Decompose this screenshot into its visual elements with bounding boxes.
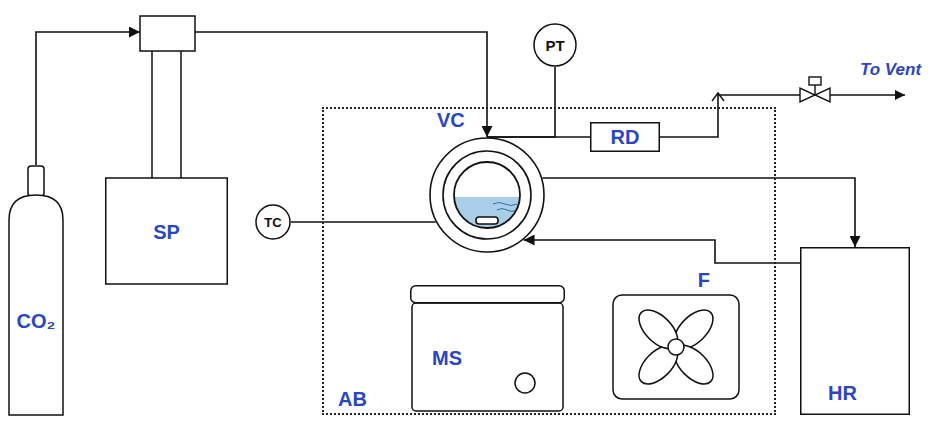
rupture-disc: RD: [590, 122, 660, 152]
air-bath: VC RD MS F AB: [322, 107, 776, 415]
vent-pipe: [660, 95, 800, 137]
node-label: F: [698, 270, 710, 290]
pipe-connector: [195, 32, 487, 137]
flow-mark: [712, 93, 724, 101]
pipe-connector: [487, 67, 555, 137]
pipe-connector: [542, 178, 855, 247]
solenoid-valve: [800, 77, 830, 102]
node-label: TC: [264, 216, 281, 229]
magnetic-stirrer: MS: [410, 285, 565, 412]
fan: F: [612, 270, 740, 400]
node-label: PT: [545, 38, 564, 53]
syringe-pump-outline: [105, 15, 228, 285]
node-label: SP: [153, 222, 180, 242]
pressure-transducer: PT: [533, 23, 577, 67]
node-label: CO₂: [17, 311, 56, 331]
gas-cylinder: CO₂: [8, 165, 64, 417]
heater-recirculator: HR: [800, 247, 910, 415]
node-label: HR: [828, 383, 857, 403]
syringe-pump: SP: [105, 15, 228, 285]
view-cell: VC: [429, 108, 545, 254]
pipe-connector: [36, 32, 140, 165]
gas-cylinder-outline: [8, 165, 64, 417]
pipe-connector: [487, 136, 590, 138]
pipe-connector: [524, 240, 800, 263]
vent-outlet: [830, 94, 905, 96]
thermocouple: TC: [255, 204, 291, 240]
pipe-connector: [291, 221, 436, 223]
node-label: VC: [437, 110, 465, 130]
outlet-label: To Vent: [860, 60, 921, 80]
fan-outline: [612, 270, 740, 400]
node-label: AB: [338, 389, 367, 409]
node-label: MS: [432, 348, 462, 368]
node-label: RD: [611, 127, 640, 147]
